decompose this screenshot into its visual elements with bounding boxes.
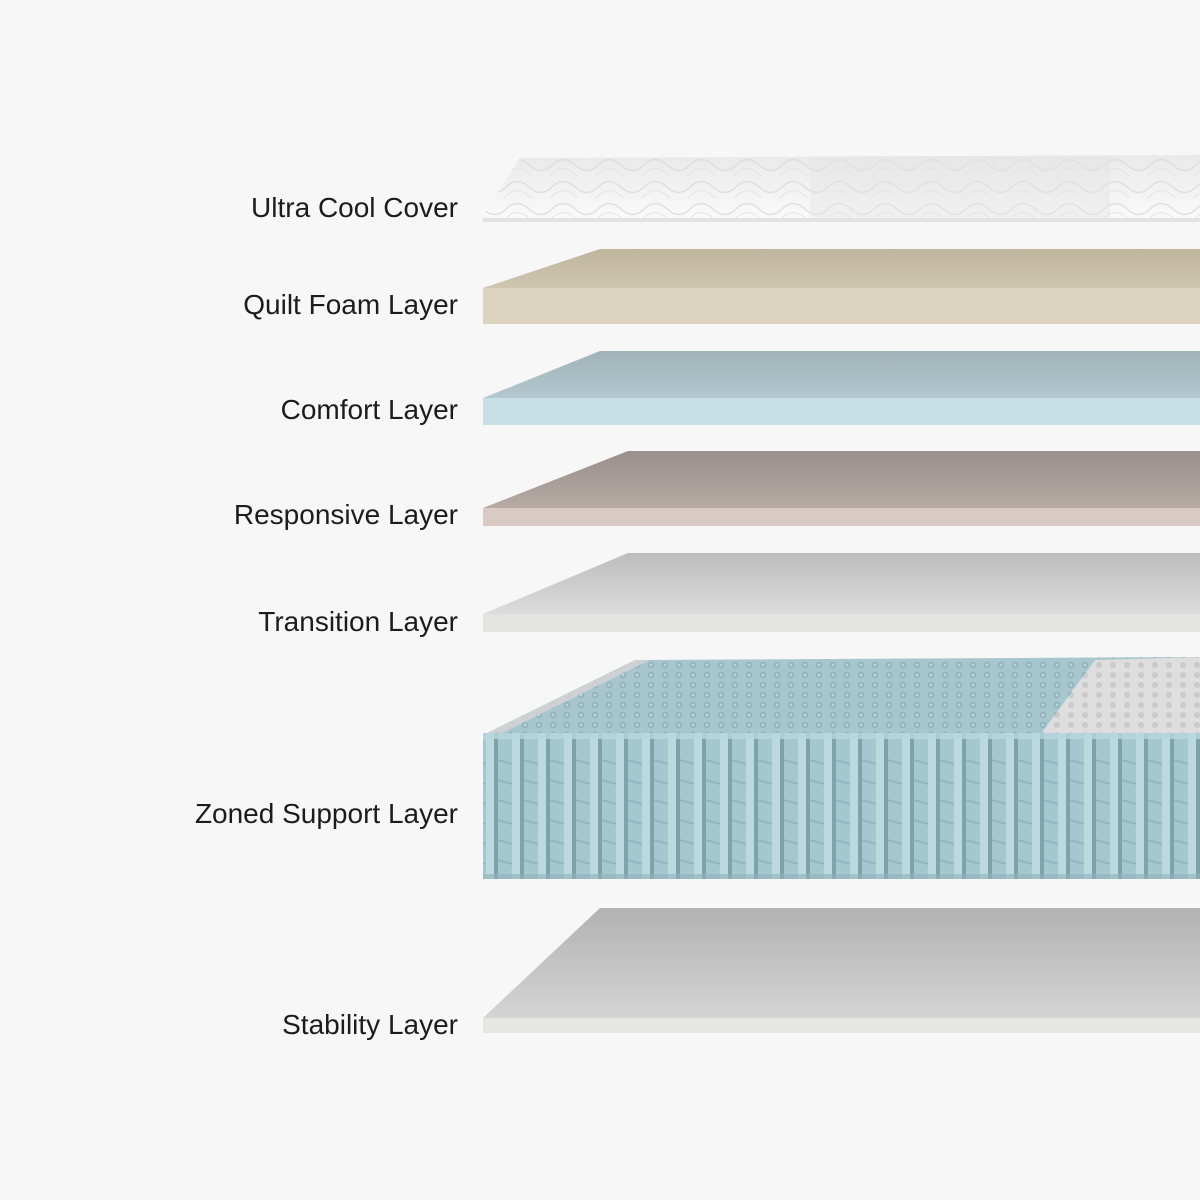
layer-label-stability: Stability Layer xyxy=(282,1009,458,1040)
layer-comfort xyxy=(483,351,1200,425)
layer-quilt-foam xyxy=(483,249,1200,324)
layer-label-transition: Transition Layer xyxy=(258,606,458,637)
layer-label-quilt-foam: Quilt Foam Layer xyxy=(243,289,458,320)
layer-label-zoned-support: Zoned Support Layer xyxy=(194,798,458,829)
layer-responsive xyxy=(483,451,1200,526)
layer-label-comfort: Comfort Layer xyxy=(280,394,458,425)
layer-label-responsive: Responsive Layer xyxy=(233,499,458,530)
layer-transition xyxy=(483,553,1200,632)
layer-label-cover: Ultra Cool Cover xyxy=(251,192,458,223)
layer-stability xyxy=(483,908,1200,1033)
layer-cover xyxy=(483,155,1200,222)
layer-zoned-support xyxy=(483,657,1200,879)
